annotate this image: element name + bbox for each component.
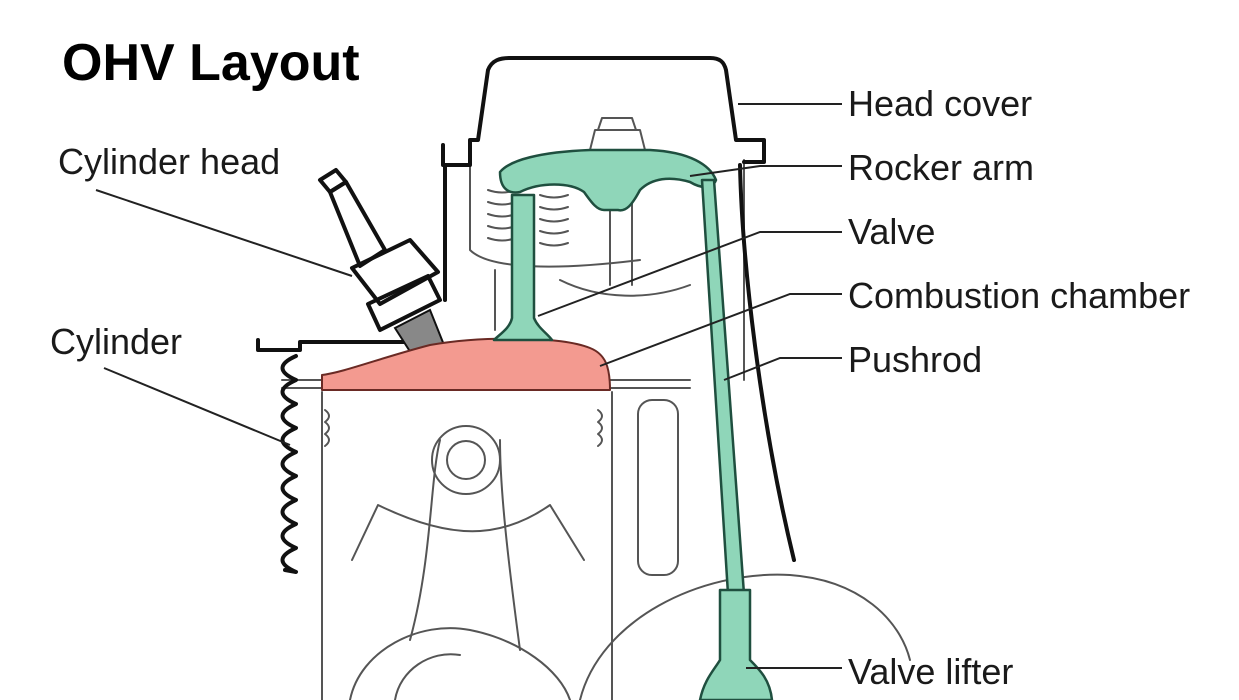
spark-plug xyxy=(318,168,448,366)
valve-lifter-shape xyxy=(698,588,774,700)
valve-shape xyxy=(492,193,554,342)
valvetrain xyxy=(492,148,774,700)
label-valve: Valve xyxy=(848,211,935,252)
leader-lines xyxy=(95,103,842,669)
rocker-arm-shape xyxy=(498,148,718,212)
combustion-chamber-shape xyxy=(321,337,611,391)
label-cylinder: Cylinder xyxy=(50,321,182,362)
label-combustion-chamber: Combustion chamber xyxy=(848,275,1190,316)
pushrod-shape xyxy=(700,178,746,596)
head-cover-outline xyxy=(256,56,796,562)
diagram-title: OHV Layout xyxy=(62,34,360,92)
label-head-cover: Head cover xyxy=(848,83,1032,124)
label-rocker-arm: Rocker arm xyxy=(848,147,1034,188)
cylinder-cooling-fins xyxy=(280,354,298,574)
label-pushrod: Pushrod xyxy=(848,339,982,380)
label-cylinder-head: Cylinder head xyxy=(58,141,280,182)
label-valve-lifter: Valve lifter xyxy=(848,651,1013,692)
